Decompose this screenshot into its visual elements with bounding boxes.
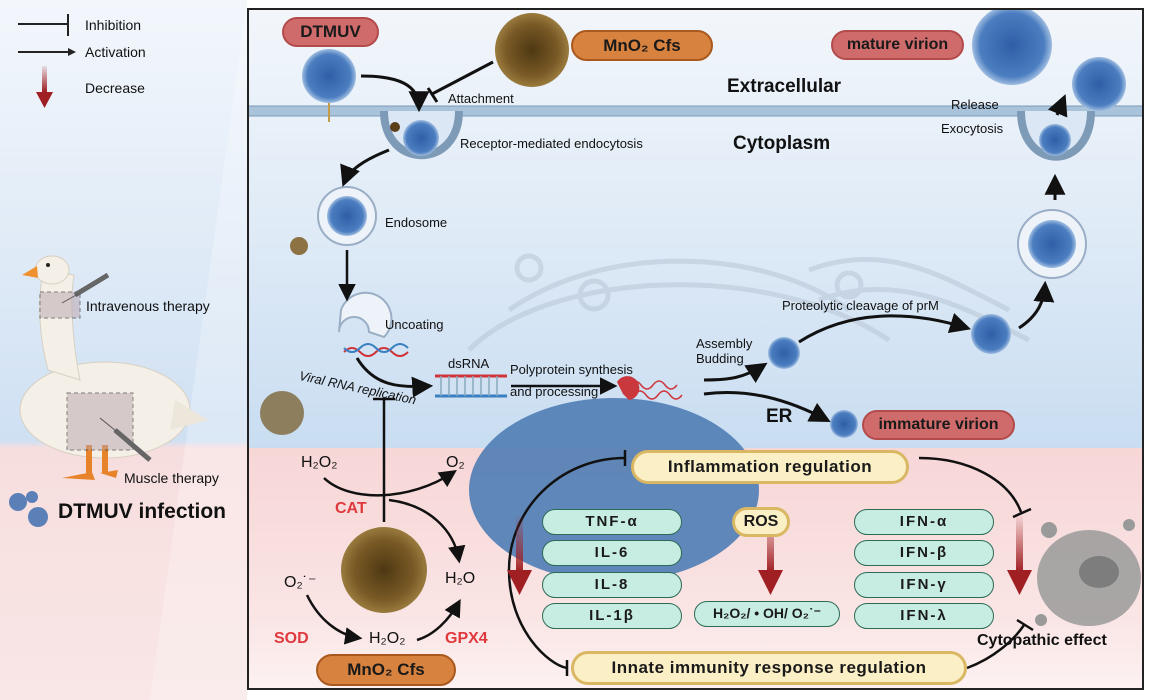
endocytosis-label: Receptor-mediated endocytosis bbox=[460, 136, 643, 151]
h2o2-bottom-label: H₂O₂ bbox=[369, 630, 406, 647]
innate-immunity-regulation-box: Innate immunity response regulation bbox=[571, 651, 967, 685]
cell-upper-zone bbox=[249, 10, 1142, 448]
syringe-icon bbox=[99, 417, 152, 462]
left-panel-graphics bbox=[9, 0, 247, 700]
budding-virion-icon bbox=[768, 337, 800, 369]
syringe-icon bbox=[61, 272, 110, 304]
interferon-box: IFN-α bbox=[854, 509, 994, 535]
decrease-arrow-icon bbox=[507, 516, 532, 595]
mno2-particle-icon bbox=[495, 13, 569, 87]
pathway-diagram: DTMUV MnO₂ Cfs mature virion immature vi… bbox=[247, 8, 1144, 690]
polyprotein-label-line2: and processing bbox=[510, 384, 599, 399]
cleaved-virion-icon bbox=[971, 314, 1011, 354]
budding-label: Budding bbox=[696, 351, 744, 366]
uncoating-vesicle-icon bbox=[338, 291, 393, 339]
nucleus-shape bbox=[469, 398, 759, 582]
mno2-particle-icon bbox=[290, 237, 308, 255]
mno2-badge-top: MnO₂ Cfs bbox=[571, 30, 713, 61]
cytokine-box: IL-1β bbox=[542, 603, 682, 629]
released-virion-icon bbox=[1072, 57, 1126, 111]
decrease-arrow-icon bbox=[758, 516, 783, 595]
endosome-label: Endosome bbox=[385, 215, 448, 230]
virus-icon bbox=[403, 120, 439, 156]
pathway-graphics bbox=[249, 10, 1142, 676]
dsrna-label: dsRNA bbox=[448, 356, 490, 371]
o2-label: O₂ bbox=[446, 454, 465, 471]
left-panel: Inhibition Activation Decrease Intraveno… bbox=[0, 0, 247, 700]
uncoating-label: Uncoating bbox=[385, 317, 444, 332]
extracellular-label: Extracellular bbox=[727, 76, 842, 97]
inflammation-regulation-box: Inflammation regulation bbox=[631, 450, 909, 484]
er-label: ER bbox=[766, 406, 793, 427]
mature-virion-icon bbox=[972, 10, 1052, 85]
virus-icon bbox=[1028, 220, 1076, 268]
superoxide-label: O₂˙⁻ bbox=[284, 574, 317, 591]
legend-inhibition-label: Inhibition bbox=[85, 17, 142, 33]
interferon-box: IFN-γ bbox=[854, 572, 994, 598]
mature-virion-badge: mature virion bbox=[831, 30, 964, 60]
immature-virion-badge: immature virion bbox=[862, 410, 1015, 440]
cytokine-box: TNF-α bbox=[542, 509, 682, 535]
mno2-particle-icon bbox=[341, 527, 427, 613]
interferon-box: IFN-λ bbox=[854, 603, 994, 629]
h2o2-top-label: H₂O₂ bbox=[301, 454, 338, 471]
dtmuv-infection-label: DTMUV infection bbox=[58, 500, 226, 523]
cytokine-box: IL-6 bbox=[542, 540, 682, 566]
dtmuv-virion-icon bbox=[302, 49, 356, 103]
h2o-label: H₂O bbox=[445, 570, 476, 587]
virus-cluster-icon bbox=[9, 491, 48, 527]
muscle-therapy-label: Muscle therapy bbox=[124, 470, 219, 486]
assembly-label: Assembly bbox=[696, 336, 753, 351]
cytoplasm-label: Cytoplasm bbox=[733, 133, 831, 154]
decrease-legend-icon bbox=[36, 66, 53, 108]
exocytosis-label: Exocytosis bbox=[941, 121, 1004, 136]
release-label: Release bbox=[951, 97, 999, 112]
cytopathic-cell-icon bbox=[1035, 519, 1141, 626]
ribosome-icon bbox=[617, 376, 640, 400]
dtmuv-badge: DTMUV bbox=[282, 17, 379, 47]
ros-species-box: H₂O₂/ • OH/ O₂˙⁻ bbox=[694, 601, 840, 627]
ros-box: ROS bbox=[732, 507, 790, 537]
legend-decrease-label: Decrease bbox=[85, 80, 145, 96]
immature-virion-icon bbox=[830, 410, 858, 438]
virus-icon bbox=[327, 196, 367, 236]
polyprotein-label-line1: Polyprotein synthesis bbox=[510, 362, 633, 377]
inhibition-legend-icon bbox=[18, 14, 69, 36]
cytokine-box: IL-8 bbox=[542, 572, 682, 598]
mno2-particle-icon bbox=[260, 391, 304, 435]
activation-legend-icon bbox=[18, 48, 76, 56]
attachment-label: Attachment bbox=[448, 91, 514, 106]
sod-enzyme-label: SOD bbox=[274, 630, 309, 647]
decrease-arrow-icon bbox=[1007, 516, 1032, 595]
intravenous-therapy-label: Intravenous therapy bbox=[86, 298, 210, 314]
rna-strand-icon bbox=[343, 347, 409, 357]
cleavage-label: Proteolytic cleavage of prM bbox=[782, 298, 939, 313]
cytopathic-effect-label: Cytopathic effect bbox=[977, 632, 1107, 649]
legend-activation-label: Activation bbox=[85, 44, 146, 60]
gpx4-enzyme-label: GPX4 bbox=[445, 630, 488, 647]
dsrna-icon bbox=[435, 374, 507, 398]
mno2-badge-bottom: MnO₂ Cfs bbox=[316, 654, 456, 686]
cat-enzyme-label: CAT bbox=[335, 500, 367, 517]
virus-icon bbox=[1039, 124, 1071, 156]
mno2-particle-icon bbox=[390, 122, 400, 132]
goose-illustration bbox=[19, 255, 208, 480]
interferon-box: IFN-β bbox=[854, 540, 994, 566]
